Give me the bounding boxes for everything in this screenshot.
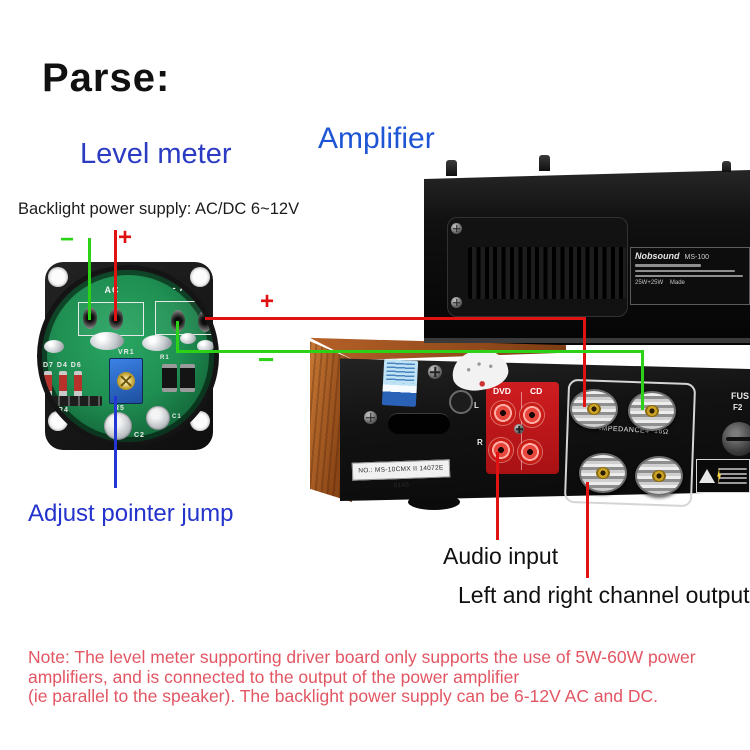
top-screw-post — [722, 161, 731, 172]
channel-output-label: Left and right channel output — [458, 582, 750, 608]
diode-row-label: D7 D4 D6 — [43, 362, 82, 369]
amplifier-top-unit-edge — [424, 338, 750, 343]
solder-blob — [180, 333, 196, 344]
nameplate-text-row — [635, 264, 701, 267]
warning-label — [696, 459, 750, 493]
mount-hole — [48, 267, 68, 287]
plus-label-signal: + — [260, 288, 275, 315]
adjust-pointer-line — [114, 396, 117, 488]
wire-backlight-pos — [114, 230, 117, 321]
minus-label-backlight: − — [60, 226, 75, 253]
power-rating: 25W+25W — [635, 280, 664, 286]
fuse-value-label: F2 — [733, 403, 743, 412]
speaker-post-right-neg — [635, 456, 683, 496]
serial-sticker: NO.: MS-10CMX II 14072E 0145 — [351, 459, 451, 489]
r5-label: R5 — [114, 405, 125, 412]
wire-signal-neg-vertical — [641, 350, 644, 410]
capacitor-c2 — [104, 412, 132, 440]
note-line-2: amplifiers, and is connected to the outp… — [28, 666, 520, 687]
fuse-label: FUS — [731, 391, 749, 401]
model-number: MS-100 — [684, 254, 710, 261]
audio-input-label: Audio input — [443, 543, 559, 569]
top-screw-post — [446, 160, 457, 176]
av-pos-pad — [198, 310, 212, 332]
r1-label: R1 — [160, 355, 170, 361]
wire-signal-pos-horizontal — [205, 317, 586, 320]
warning-triangle-icon — [699, 469, 715, 483]
panel-screw — [451, 297, 462, 308]
fuse-holder — [722, 422, 750, 456]
nameplate-text-row — [635, 270, 735, 272]
mount-hole — [190, 267, 210, 287]
trimmer-screw — [117, 372, 135, 390]
trimmer-label: VR1 — [118, 349, 135, 356]
wire-backlight-neg — [88, 238, 91, 320]
note-text: Note: The level meter supporting driver … — [28, 647, 733, 707]
rca-jack-dvd-r — [489, 438, 513, 462]
channel-r-label: R — [477, 438, 483, 447]
panel-screw — [428, 365, 442, 379]
spec-sticker — [381, 359, 419, 407]
panel-screw — [451, 223, 462, 234]
r7r4-label: R7 R4 — [44, 407, 69, 414]
wire-signal-neg-horizontal — [176, 350, 644, 353]
c1-label: C1 — [172, 414, 182, 420]
solder-blob — [142, 335, 172, 351]
level-meter-heading: Level meter — [80, 138, 232, 170]
solder-blob — [197, 340, 214, 352]
driver-board-pcb: AC - AV + D7 D4 D6 VR1 R1 R7 R4 R5 C2 — [42, 270, 214, 442]
lightning-icon — [717, 468, 722, 484]
panel-screw — [364, 411, 377, 424]
minus-label-signal: − — [258, 344, 275, 375]
solder-blob — [44, 340, 64, 353]
note-line-1: Note: The level meter supporting driver … — [28, 647, 696, 667]
wire-signal-pos-vertical — [583, 317, 586, 407]
made-label: Made — [669, 280, 685, 286]
vent-slots — [468, 247, 626, 299]
diode — [44, 371, 52, 397]
channel-output-line — [586, 482, 589, 578]
rca-jack-cd-l — [520, 403, 544, 427]
audio-input-line — [496, 452, 499, 540]
ac-terminal-label: AC — [104, 285, 120, 295]
panel-screw — [514, 424, 524, 434]
speaker-post-right-pos — [628, 391, 676, 431]
dvd-input-label: DVD — [493, 386, 511, 396]
transistor — [162, 364, 177, 392]
transistor — [180, 364, 195, 392]
solder-blob — [90, 332, 124, 350]
page-title: Parse: — [42, 56, 171, 100]
diode — [74, 371, 82, 397]
nameplate-text-row — [635, 275, 743, 277]
amplifier-heading: Amplifier — [318, 122, 435, 155]
wire-signal-neg-drop — [176, 321, 179, 353]
speaker-post-left-pos — [570, 389, 618, 429]
av-terminal-label: - AV + — [172, 283, 204, 293]
rca-jack-cd-r — [518, 440, 542, 464]
cd-input-label: CD — [530, 386, 543, 396]
top-screw-post — [539, 155, 550, 171]
diode — [59, 371, 67, 397]
wood-top-trim — [310, 337, 566, 360]
c2-label: C2 — [134, 432, 145, 439]
plus-label-backlight: + — [118, 224, 133, 251]
channel-l-label: L — [474, 401, 479, 410]
nameplate: Nobsound MS-100 25W+25W Made — [630, 247, 750, 305]
rca-jack-dvd-l — [491, 401, 515, 425]
recessed-handle — [388, 413, 450, 434]
resistor-row — [50, 396, 102, 406]
note-line-3: (ie parallel to the speaker). The backli… — [28, 686, 659, 706]
brand-logo: Nobsound — [635, 251, 680, 261]
certification-emblem — [449, 390, 473, 414]
backlight-supply-label: Backlight power supply: AC/DC 6~12V — [18, 200, 300, 218]
warning-text-lines — [718, 466, 747, 487]
adjust-pointer-label: Adjust pointer jump — [28, 500, 234, 527]
capacitor-c1 — [146, 406, 170, 430]
